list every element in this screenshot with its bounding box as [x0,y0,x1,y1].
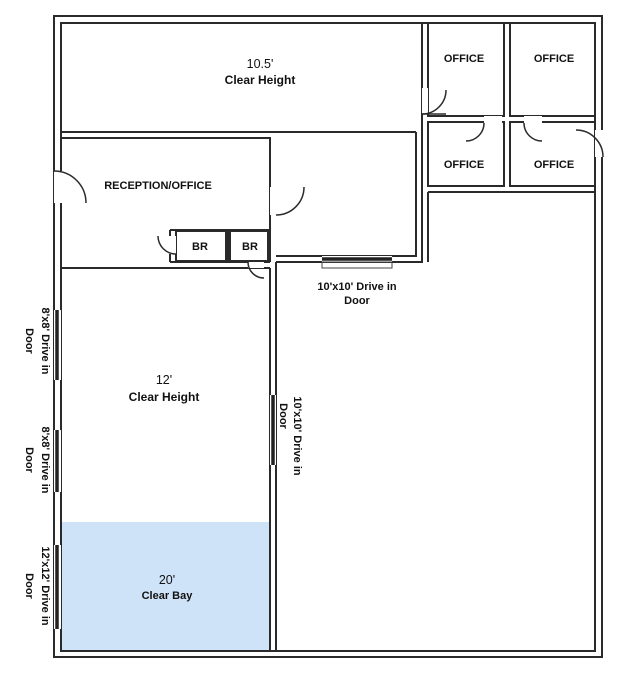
bathroom-2 [229,230,269,262]
top-warehouse-wall [60,22,423,263]
clear-bay-desc: Clear Bay [142,590,194,602]
clear-bay-height: 20' [159,573,175,587]
door-swing-br-1 [157,235,177,255]
door-swing-office-4 [523,122,543,142]
door-swing-reception-east [275,186,305,216]
drive-door-top-label-1: 10'x10' Drive in [317,281,397,293]
office-label-1: OFFICE [444,53,484,65]
door-swing-office-east [575,129,604,158]
clear-bay-area [61,522,270,651]
mid-door-label-1: 10'x10' Drive in [291,396,303,476]
office-room-4 [509,121,596,187]
reception-wall [61,137,271,262]
reception-label: RECEPTION/OFFICE [104,180,212,192]
top-warehouse-inner-wall [61,131,417,257]
drive-door-top-label-2: Door [344,295,370,307]
door-swing-br-2 [247,261,265,279]
left-door-1-label-1: 8'x8' Drive in [39,308,51,375]
br-label-2: BR [242,241,258,253]
warehouse-b-desc: Clear Height [129,390,200,404]
office-label-4: OFFICE [534,159,574,171]
br-label-1: BR [192,241,208,253]
office-room-2 [509,22,596,117]
warehouse-b-height: 12' [156,373,172,387]
office-label-2: OFFICE [534,53,574,65]
door-swing-office-3 [465,122,485,142]
left-door-3-label-2: Door [23,573,35,599]
left-door-2-label-2: Door [23,447,35,473]
left-door-1-label-2: Door [23,328,35,354]
warehouse-a-desc: Clear Height [225,73,296,87]
door-swings [53,88,604,279]
office-room-3 [427,121,505,187]
office-label-3: OFFICE [444,159,484,171]
warehouse-a-height: 10.5' [247,57,274,71]
mid-door-label-2: Door [277,403,289,429]
office-divider-wall [421,186,595,262]
left-door-2-label-1: 8'x8' Drive in [39,427,51,494]
drive-in-doors [54,256,393,629]
left-door-3-label-1: 12'x12' Drive in [39,546,51,626]
office-room-1 [427,22,505,117]
door-swing-reception [53,170,87,204]
